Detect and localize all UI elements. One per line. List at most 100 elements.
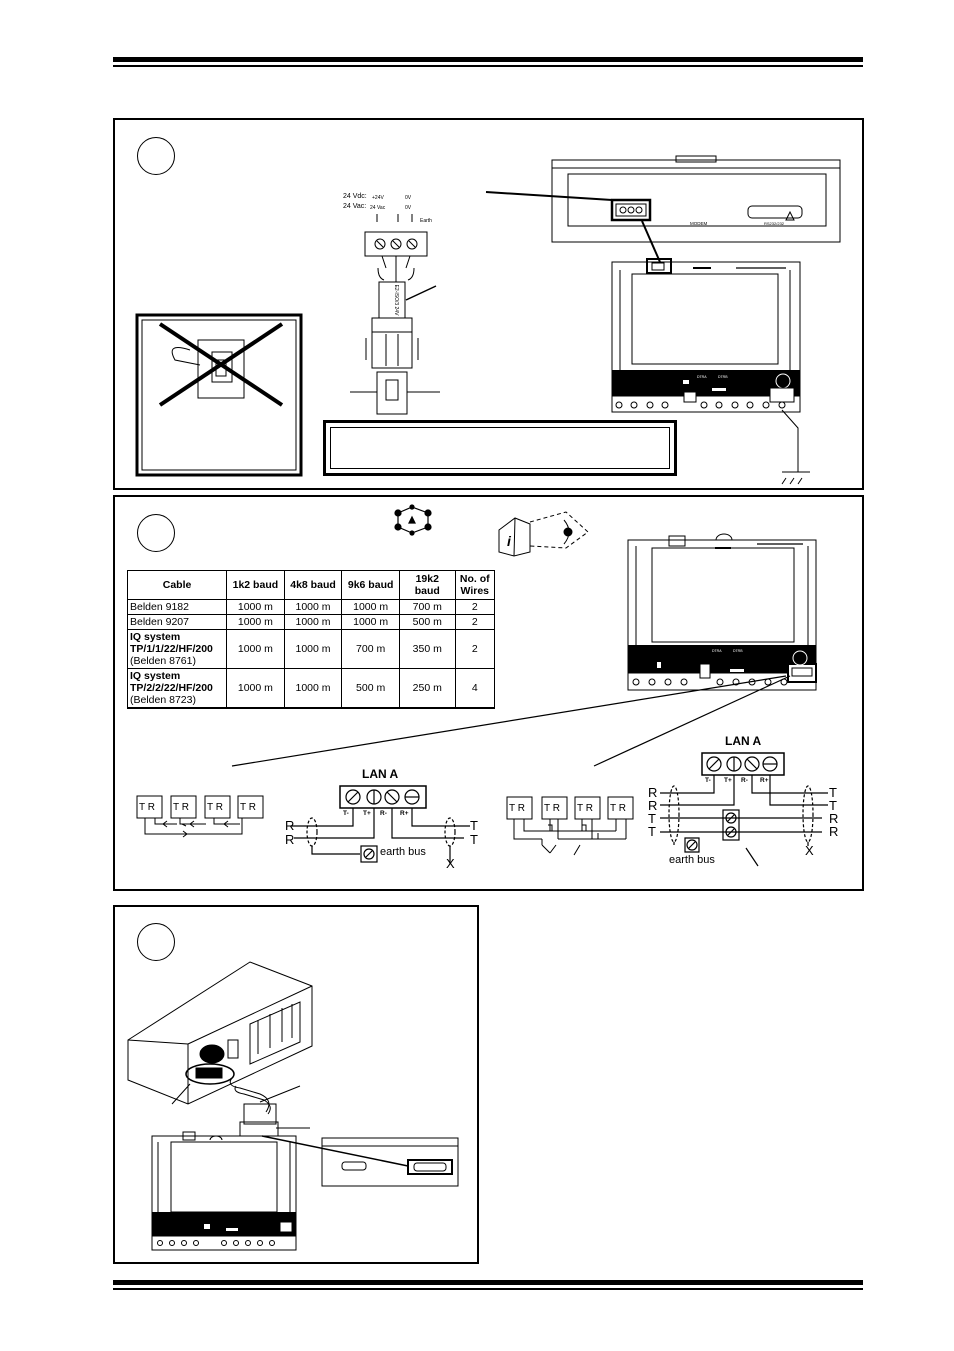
earth-bus-label: earth bus [669,854,715,866]
wire-r: R [829,824,839,839]
cell: 1000 m [283,629,343,669]
wire-t: T [648,811,656,826]
table-row: IQ system TP/1/1/22/HF/200(Belden 8761) … [126,629,496,669]
node-label: T R [207,802,223,813]
terminal-t-plus: T+ [363,810,371,817]
node-label: T R [509,803,525,814]
panel-power-connection [113,118,864,490]
modem-module [551,155,841,243]
cell-cable: IQ system TP/2/2/22/HF/200(Belden 8723) [126,668,228,709]
lan-nodes-4wire [506,796,634,856]
cell: 700 m [398,599,456,615]
step-2-circle [137,514,175,552]
svg-text:DTRB: DTRB [718,375,728,379]
lan-a-title-2wire: LAN A [362,767,399,781]
cell: 1000 m [226,599,285,615]
cell: 1000 m [283,614,343,630]
wire-t: T [829,798,837,813]
table-row: IQ system TP/2/2/22/HF/200(Belden 8723) … [126,668,496,709]
cell: 500 m [341,668,400,709]
wire-r: R [648,798,658,813]
serial-cable [229,1077,310,1137]
cell: 1000 m [226,629,285,669]
svg-text:i: i [507,533,512,549]
step-1-circle [137,137,175,175]
col-4k8: 4k8 baud [283,570,343,600]
wire-t: T [829,785,837,800]
screen-x: X [805,843,814,858]
top-rule-thin [113,65,863,67]
read-manual-icon: i [498,511,589,557]
col-19k2: 19k2 baud [398,570,456,600]
node-label: T R [173,802,189,813]
pc-computer [127,961,313,1105]
wire-r: R [829,811,839,826]
rs232-label: RS232/232 [764,221,785,226]
cell: 1000 m [226,614,285,630]
col-wires: No. of Wires [454,570,496,600]
bottom-rule-thick [113,1280,863,1285]
node-label: T R [610,803,626,814]
lan-nodes-2wire [136,795,264,838]
cell: 1000 m [341,614,400,630]
node-label: T R [139,802,155,813]
node-label: T R [240,802,256,813]
cable-sub: (Belden 8723) [130,694,196,706]
table-row: Belden 9182 1000 m 1000 m 1000 m 700 m 2 [126,599,496,615]
cell: 2 [454,614,496,630]
warning-box [323,420,677,476]
cell-cable: IQ system TP/1/1/22/HF/200(Belden 8761) [126,629,228,669]
terminal-r-plus: R+ [400,810,409,817]
wire-r: R [648,785,658,800]
cell: 250 m [398,668,456,709]
cell: 1000 m [283,599,343,615]
wire-t: T [470,832,478,847]
panel-3-drawing [127,961,459,1251]
vdc-label: 24 Vdc: [343,193,367,200]
power-terminal-connector [350,214,440,415]
terminal-t-minus: T- [343,810,349,817]
cell: 350 m [398,629,456,669]
modem-module-side [321,1137,459,1187]
wire-t: T [648,824,656,839]
col-1k2: 1k2 baud [226,570,285,600]
network-icon [394,504,432,536]
cell: 4 [454,668,496,709]
cable-name: IQ system TP/2/2/22/HF/200 [130,670,213,694]
cell: 500 m [398,614,456,630]
vdc-negative: 0V [405,195,412,201]
cell: 1000 m [341,599,400,615]
panel-2-drawing: i DTRA DTRB [136,504,828,867]
node-label: T R [544,803,560,814]
lan-a-title-4wire: LAN A [725,734,762,748]
cable-sub: (Belden 8761) [130,655,196,667]
svg-text:DTRA: DTRA [697,375,707,379]
top-rule-thick [113,57,863,62]
bottom-rule-thin [113,1288,863,1290]
cable-length-table: Cable 1k2 baud 4k8 baud 9k6 baud 19k2 ba… [126,570,496,709]
svg-text:DTRA: DTRA [712,649,722,653]
cell: 2 [454,629,496,669]
earth-label: Earth [420,218,432,224]
step-3-circle [137,923,175,961]
cell: 1000 m [226,668,285,709]
modem-label: MODEM [690,221,708,226]
cell-cable: Belden 9182 [126,599,228,615]
svg-text:E2-ISO/3 24V: E2-ISO/3 24V [393,285,399,317]
wire-t: T [470,818,478,833]
col-cable: Cable [126,570,228,600]
earth-bus-label: earth bus [380,846,426,858]
cell: 700 m [341,629,400,669]
terminal-r-minus: R- [741,777,748,784]
cell-cable: Belden 9207 [126,614,228,630]
lan-terminal-2wire [291,785,470,864]
table-header-row: Cable 1k2 baud 4k8 baud 9k6 baud 19k2 ba… [126,570,496,600]
vdc-positive: +24V [372,195,384,201]
terminal-r-minus: R- [380,810,387,817]
wire-r: R [285,818,295,833]
cable-name: IQ system TP/1/1/22/HF/200 [130,631,213,655]
vac-positive: 24 Vac [370,205,386,211]
vac-label: 24 Vac: [343,203,367,210]
lan-terminal-4wire [660,752,828,867]
terminal-r-plus: R+ [760,777,769,784]
